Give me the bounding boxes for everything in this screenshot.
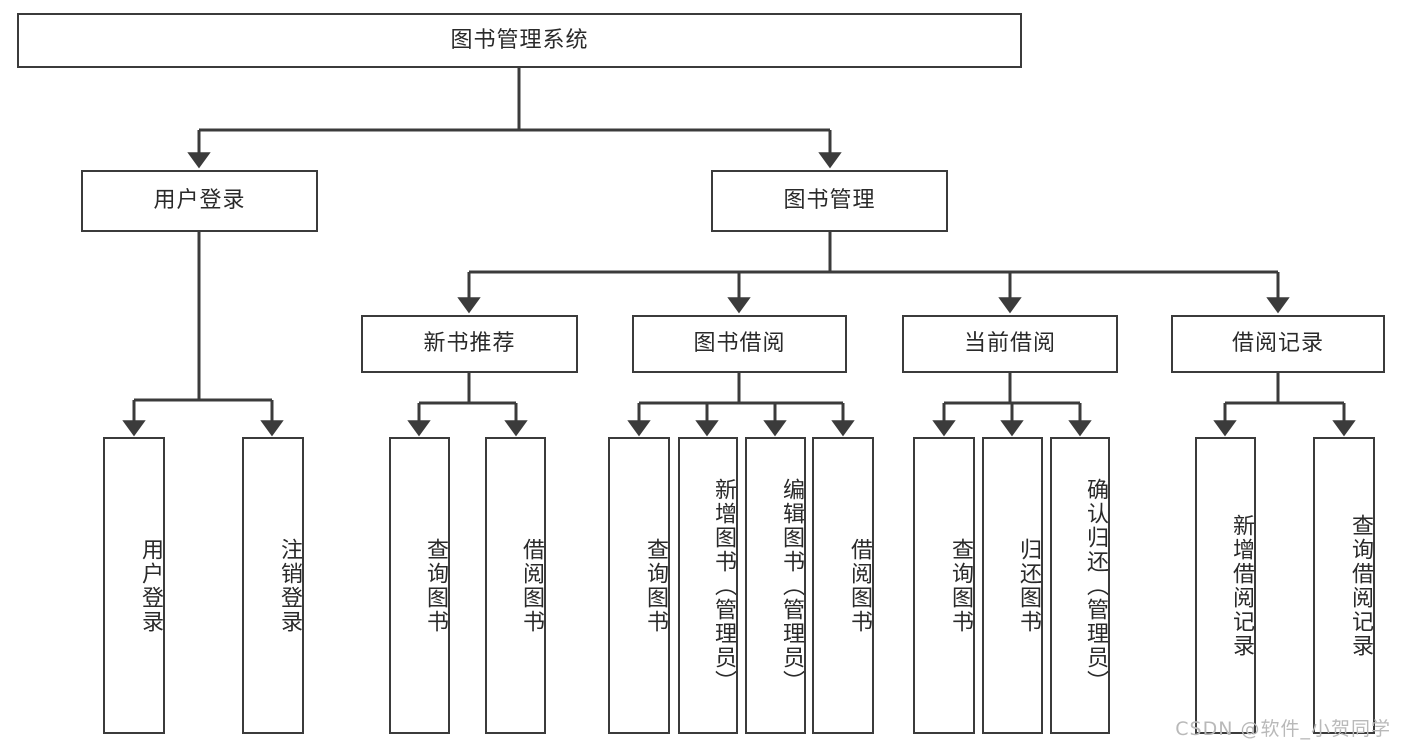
node-book-management[interactable]: 图书管理 <box>711 170 948 232</box>
node-book-borrow-label: 图书借阅 <box>693 331 786 357</box>
node-leaf-query-record-label: 查询借阅记录 <box>1348 513 1373 658</box>
node-leaf-query-book-1[interactable]: 查询图书 <box>389 437 450 734</box>
node-leaf-edit-book-label: 编辑图书（管理员） <box>779 477 804 694</box>
node-leaf-borrow-book-1[interactable]: 借阅图书 <box>485 437 546 734</box>
node-root[interactable]: 图书管理系统 <box>17 13 1022 68</box>
node-leaf-edit-book[interactable]: 编辑图书（管理员） <box>745 437 806 734</box>
node-leaf-query-book-2-label: 查询图书 <box>643 537 668 634</box>
node-leaf-borrow-book-1-label: 借阅图书 <box>519 537 544 634</box>
node-current-borrow-label: 当前借阅 <box>963 331 1056 357</box>
node-root-label: 图书管理系统 <box>450 27 589 53</box>
watermark-text: CSDN @软件_小贺同学 <box>1175 718 1391 740</box>
node-leaf-return-book-label: 归还图书 <box>1016 537 1041 634</box>
node-leaf-add-book-label: 新增图书（管理员） <box>711 477 736 694</box>
node-leaf-query-book-1-label: 查询图书 <box>423 537 448 634</box>
node-current-borrow[interactable]: 当前借阅 <box>902 315 1118 373</box>
node-leaf-user-login[interactable]: 用户登录 <box>103 437 165 734</box>
node-leaf-user-logout-label: 注销登录 <box>277 537 302 634</box>
node-leaf-query-record[interactable]: 查询借阅记录 <box>1313 437 1375 734</box>
node-user-login-label: 用户登录 <box>153 188 246 214</box>
node-leaf-query-book-3-label: 查询图书 <box>948 537 973 634</box>
node-borrow-record[interactable]: 借阅记录 <box>1171 315 1385 373</box>
node-leaf-return-book[interactable]: 归还图书 <box>982 437 1043 734</box>
node-book-management-label: 图书管理 <box>783 188 876 214</box>
node-leaf-confirm-return[interactable]: 确认归还（管理员） <box>1050 437 1110 734</box>
node-leaf-borrow-book-2[interactable]: 借阅图书 <box>812 437 874 734</box>
node-leaf-query-book-3[interactable]: 查询图书 <box>913 437 975 734</box>
node-leaf-borrow-book-2-label: 借阅图书 <box>847 537 872 634</box>
node-book-borrow[interactable]: 图书借阅 <box>632 315 847 373</box>
node-leaf-add-record[interactable]: 新增借阅记录 <box>1195 437 1256 734</box>
node-new-book-recommend-label: 新书推荐 <box>423 331 516 357</box>
node-leaf-confirm-return-label: 确认归还（管理员） <box>1083 477 1108 694</box>
node-user-login[interactable]: 用户登录 <box>81 170 318 232</box>
node-leaf-user-logout[interactable]: 注销登录 <box>242 437 304 734</box>
node-leaf-user-login-label: 用户登录 <box>138 537 163 634</box>
node-leaf-add-book[interactable]: 新增图书（管理员） <box>678 437 738 734</box>
node-new-book-recommend[interactable]: 新书推荐 <box>361 315 578 373</box>
node-borrow-record-label: 借阅记录 <box>1231 331 1324 357</box>
node-leaf-query-book-2[interactable]: 查询图书 <box>608 437 670 734</box>
node-leaf-add-record-label: 新增借阅记录 <box>1229 513 1254 658</box>
